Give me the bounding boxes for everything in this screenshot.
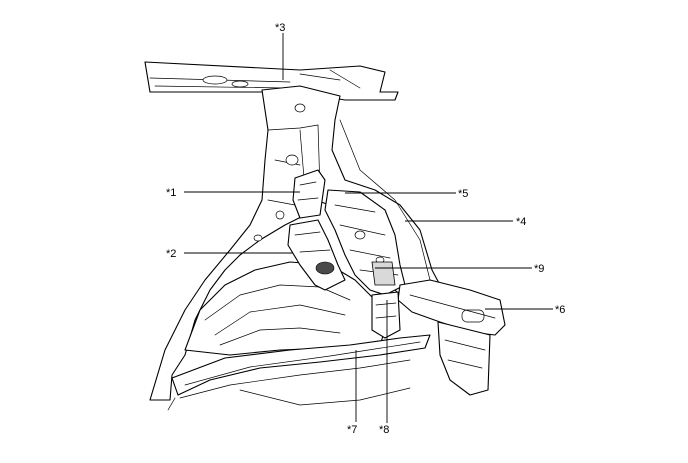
callout-7: *7 <box>347 424 357 436</box>
wheel-house-bracket <box>287 219 346 291</box>
callout-9: *9 <box>534 263 544 275</box>
callout-8: *8 <box>379 424 389 436</box>
floor-side-member <box>167 334 431 411</box>
pillar-reinforcement <box>292 169 326 219</box>
callout-6: *6 <box>555 304 565 316</box>
rear-bracket <box>371 291 401 339</box>
rear-panel <box>397 279 506 396</box>
callout-1: *1 <box>166 187 176 199</box>
roof-side-rail <box>144 61 399 101</box>
callout-3: *3 <box>275 22 285 34</box>
callout-2: *2 <box>166 248 176 260</box>
callout-labels: *1 *2 *3 *4 *5 *6 *7 *8 *9 <box>166 22 565 436</box>
leader-lines <box>184 33 553 423</box>
callout-5: *5 <box>458 188 468 200</box>
callout-4: *4 <box>516 216 526 228</box>
